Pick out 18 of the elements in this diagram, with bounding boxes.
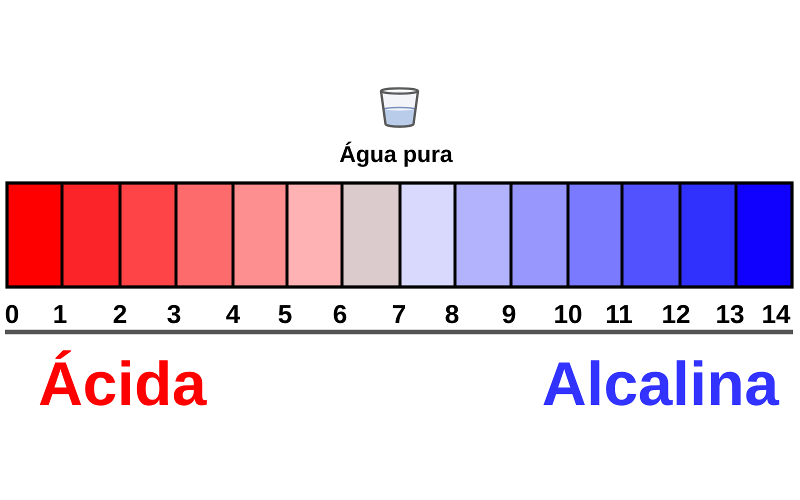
scale-number: 3 [167,304,180,324]
scale-number: 4 [226,305,240,323]
scale-number: 10 [555,304,582,324]
scale-number: 8 [446,304,458,324]
scale-number: 11 [606,305,632,323]
scale-number: 2 [114,304,126,323]
scale-number: 14 [763,305,790,323]
scale-number: 0 [6,304,18,324]
scale-number: 12 [663,304,690,323]
scale-number: 9 [502,304,516,324]
scale-number: 7 [392,305,406,323]
scale-number: 13 [717,304,744,324]
caption-label: Água pura [340,142,453,167]
end-label: Ácida [40,350,207,406]
scale-number: 1 [54,305,66,323]
end-label: Alcalina [543,360,780,406]
scale-number: 6 [334,304,346,324]
scale-number: 5 [278,305,292,324]
